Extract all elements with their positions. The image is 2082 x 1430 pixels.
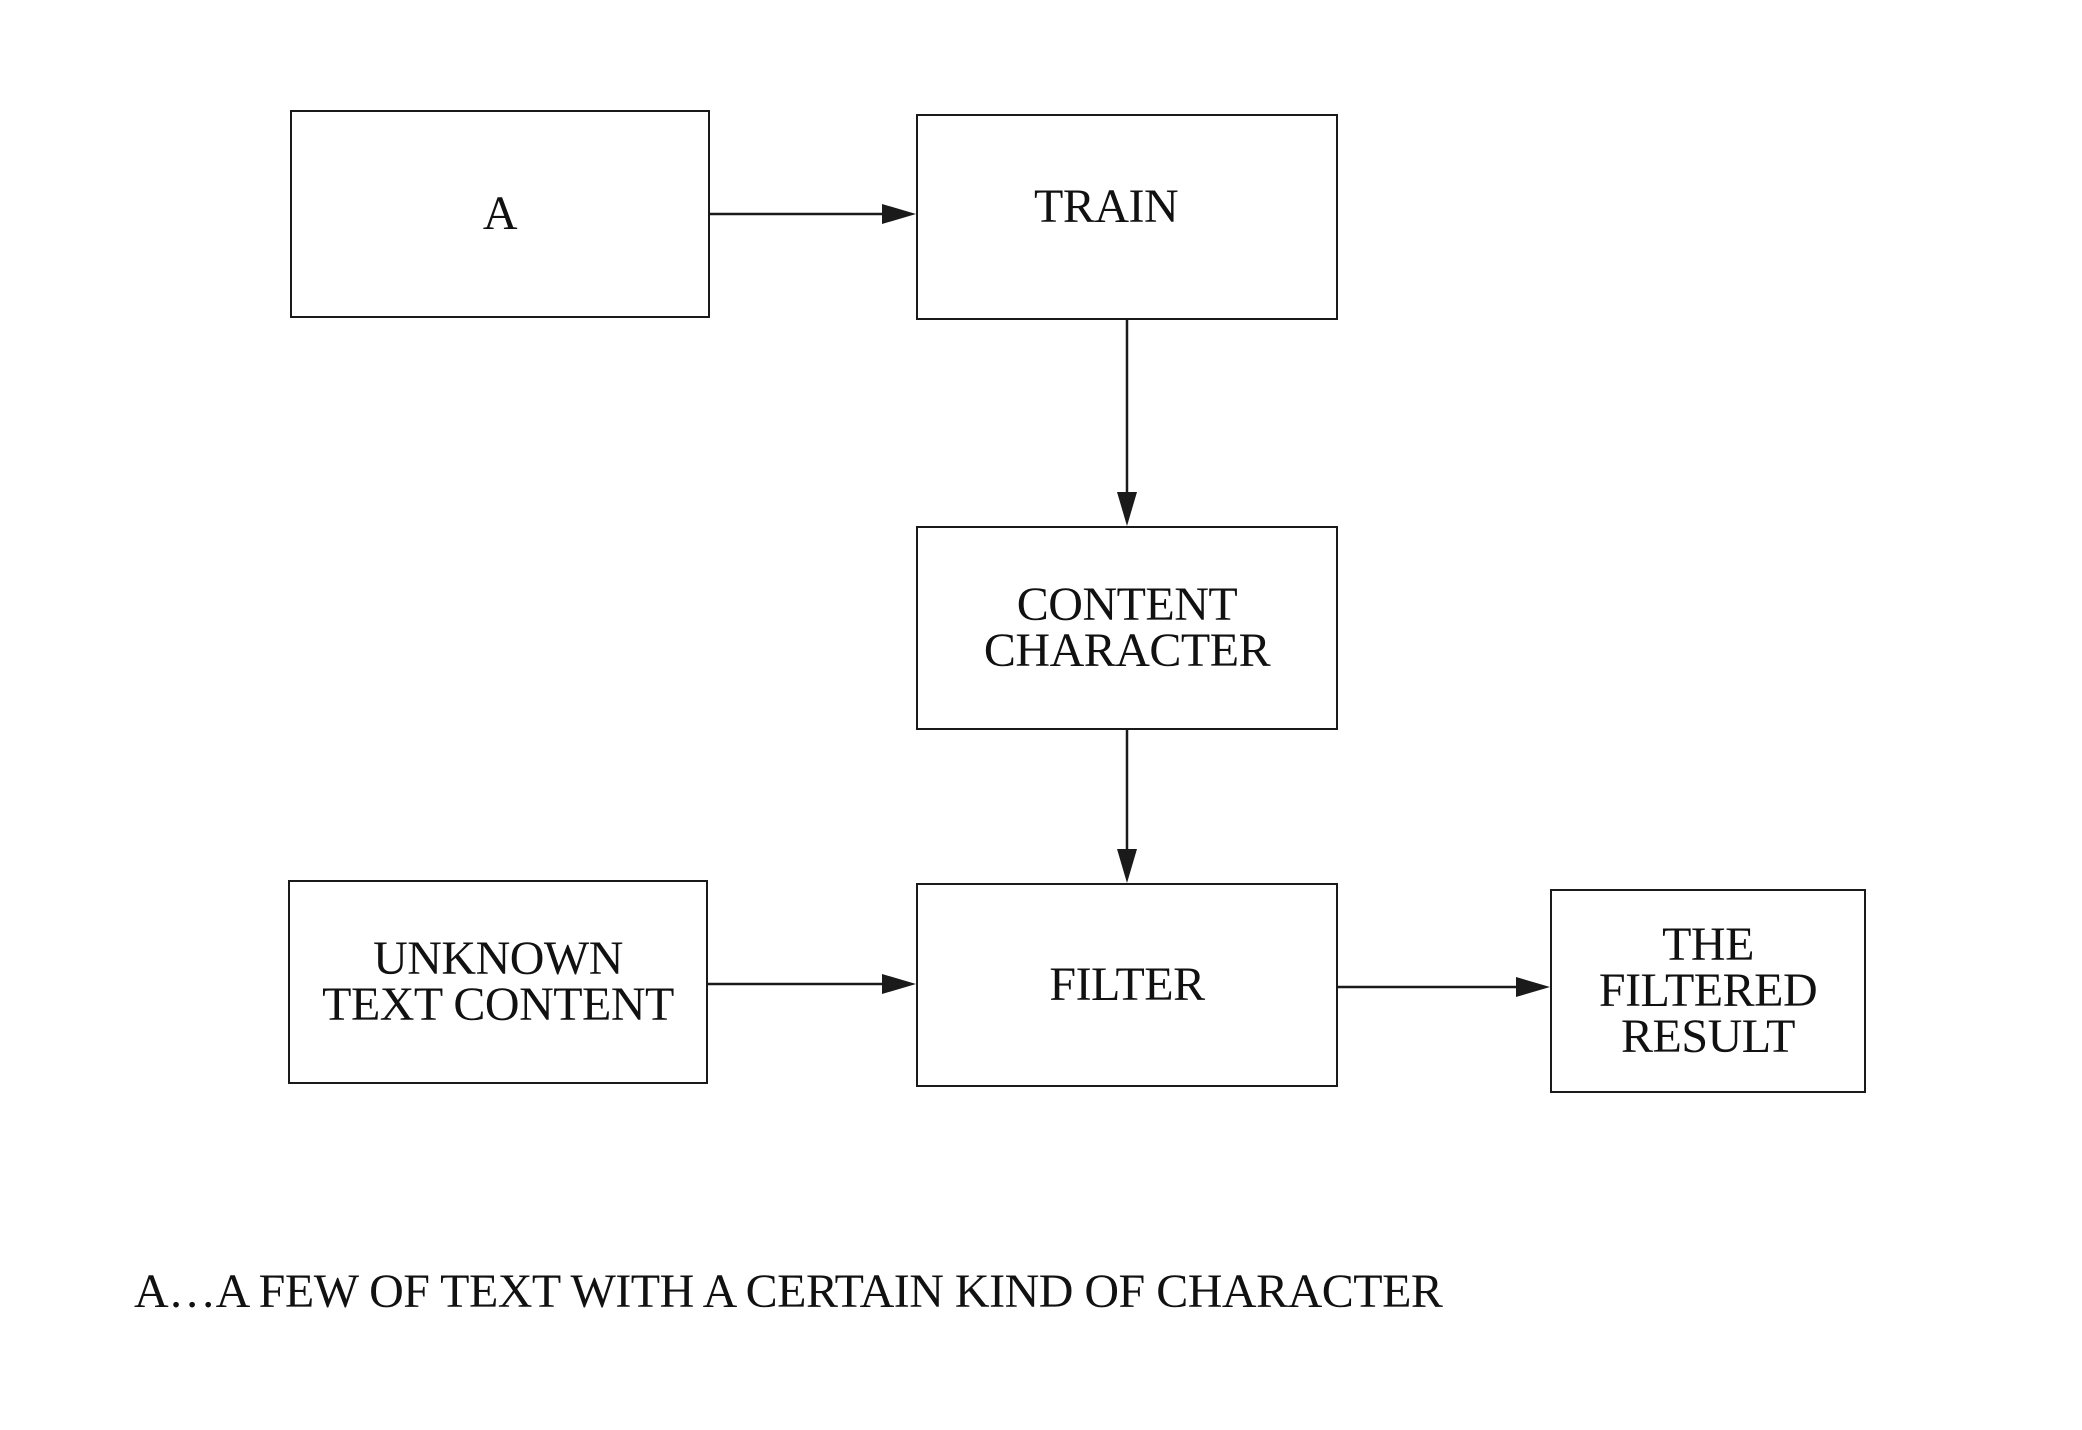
node-filtered-result-line-1: THE bbox=[1662, 918, 1754, 971]
node-content-character-line-1: CONTENT bbox=[1016, 578, 1238, 631]
node-content-character: CONTENT CHARACTER bbox=[916, 526, 1338, 730]
edge-train-to-content-character bbox=[1117, 320, 1137, 526]
edge-a-to-train bbox=[710, 204, 916, 224]
node-content-character-line-2: CHARACTER bbox=[983, 624, 1271, 677]
diagram-caption: A…A FEW OF TEXT WITH A CERTAIN KIND OF C… bbox=[134, 1265, 1443, 1318]
node-a: A bbox=[290, 110, 710, 318]
node-unknown-text-content-line-2: TEXT CONTENT bbox=[322, 978, 674, 1031]
node-train-label: TRAIN bbox=[1034, 180, 1179, 233]
node-filter-label: FILTER bbox=[1049, 958, 1205, 1011]
node-unknown-text-content: UNKNOWN TEXT CONTENT bbox=[288, 880, 708, 1084]
node-train: TRAIN bbox=[916, 114, 1338, 320]
node-filter: FILTER bbox=[916, 883, 1338, 1087]
node-filtered-result-line-3: RESULT bbox=[1621, 1010, 1795, 1063]
node-a-label: A bbox=[482, 187, 518, 240]
node-unknown-text-content-line-1: UNKNOWN bbox=[373, 932, 623, 985]
edge-filter-to-filtered-result bbox=[1338, 977, 1550, 997]
edge-content-character-to-filter bbox=[1117, 730, 1137, 883]
edge-unknown-text-content-to-filter bbox=[708, 974, 916, 994]
node-filtered-result: THE FILTERED RESULT bbox=[1550, 889, 1866, 1093]
node-filtered-result-line-2: FILTERED bbox=[1598, 964, 1818, 1017]
